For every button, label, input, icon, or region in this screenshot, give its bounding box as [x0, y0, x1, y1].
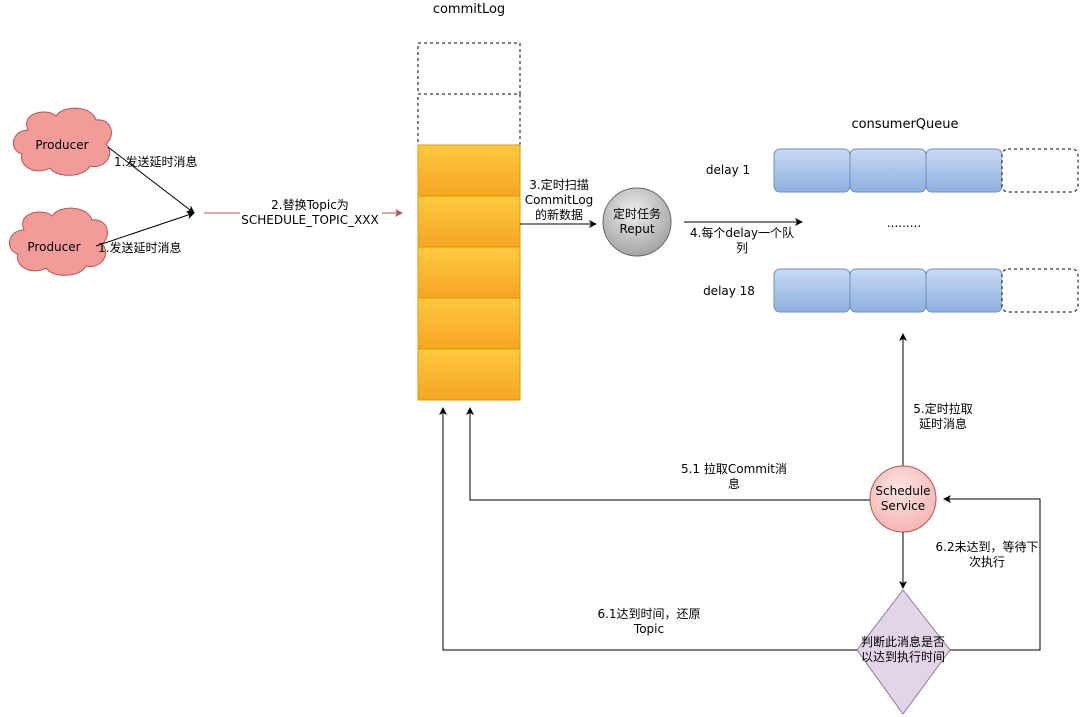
queue-slot: [925, 268, 1003, 313]
delay-18-label: delay 18: [703, 284, 755, 298]
producer-cloud: [9, 207, 108, 276]
pull-delay-label: 5.定时拉取 延时消息: [913, 402, 973, 431]
queue-slot: [849, 148, 927, 193]
scan-commitlog-label: 3.定时扫描 CommitLog 的新数据: [524, 178, 594, 222]
pull-commit-label: 5.1 拉取Commit消 息: [680, 462, 788, 491]
queue-slot: [925, 148, 1003, 193]
commitlog-empty-slot: [417, 93, 521, 146]
reput-label: 定时任务 Reput: [612, 207, 661, 236]
judge-diamond: [856, 589, 951, 715]
replace-topic-label: 2.替换Topic为 SCHEDULE_TOPIC_XXX: [241, 198, 379, 227]
producer-label: Producer: [27, 240, 81, 254]
send-delay-label: 1.发送延时消息: [114, 155, 198, 169]
queue-empty-slot: [1001, 268, 1079, 313]
producer-cloud: [13, 107, 112, 176]
queue-slot: [773, 268, 851, 313]
commitlog-slot: [417, 195, 521, 248]
commitlog-slot: [417, 144, 521, 197]
commitlog-slot: [417, 297, 521, 350]
send-delay-label: 1.发送延时消息: [98, 241, 182, 255]
queue-empty-slot: [1001, 148, 1079, 193]
delay-1-label: delay 1: [705, 163, 751, 177]
commitlog-slot: [417, 348, 521, 401]
per-delay-queue-label: 4.每个delay一个队 列: [689, 226, 795, 255]
queue-slot: [773, 148, 851, 193]
not-reached-label: 6.2未达到，等待下 次执行: [935, 540, 1039, 569]
queue-slot: [849, 268, 927, 313]
consumerqueue-title: consumerQueue: [851, 117, 959, 132]
producer-label: Producer: [35, 138, 89, 152]
judge-label: 判断此消息是否 以达到执行时间: [860, 635, 945, 664]
commitlog-empty-slot: [417, 42, 521, 95]
commitlog-title: commitLog: [432, 2, 506, 17]
commitlog-slot: [417, 246, 521, 299]
reached-label: 6.1达到时间，还原 Topic: [597, 607, 701, 636]
ellipsis-label: .........: [886, 216, 922, 230]
reput-node: [602, 187, 672, 257]
schedule-service-label: Schedule Service: [875, 484, 931, 513]
